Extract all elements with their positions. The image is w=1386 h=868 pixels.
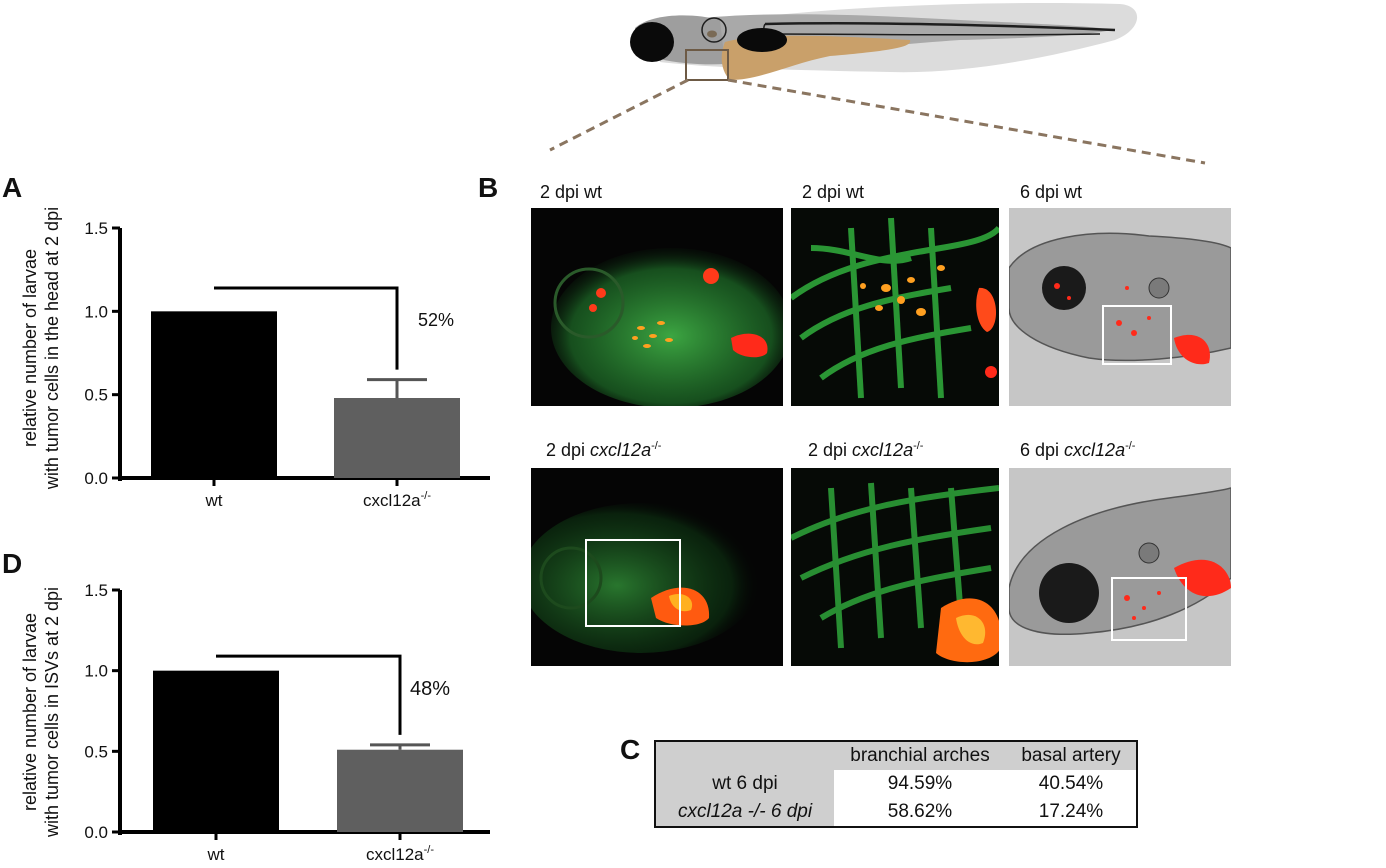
chart-a-ylabel-line2: with tumor cells in the head at 2 dpi bbox=[42, 207, 62, 490]
chart-a-significance-bracket bbox=[214, 286, 399, 370]
micrograph-wt-6dpi bbox=[1009, 208, 1231, 406]
chart-a-bar bbox=[334, 398, 460, 478]
micrograph-wt-2dpi-zoom bbox=[791, 208, 999, 406]
panel-letter-b: B bbox=[478, 172, 499, 203]
table-row: wt 6 dpi 94.59% 40.54% bbox=[655, 770, 1137, 798]
chart-d-significance-bracket bbox=[216, 654, 402, 735]
panel-letter-d: D bbox=[2, 548, 23, 579]
chart-d-y-tick-label: 0.0 bbox=[84, 823, 108, 842]
image-label-mutant-2dpi-overview: 2 dpi cxcl12a-/- bbox=[546, 440, 662, 460]
image-label-mutant-2dpi-zoom: 2 dpi cxcl12a-/- bbox=[808, 440, 924, 460]
image-label-mutant-6dpi: 6 dpi cxcl12a-/- bbox=[1020, 440, 1136, 460]
image-label-wt-2dpi-overview: 2 dpi wt bbox=[540, 182, 603, 202]
chart-d-y-tick-label: 0.5 bbox=[84, 742, 108, 761]
table-header-row: branchial arches basal artery bbox=[655, 741, 1137, 770]
table-cell: 17.24% bbox=[1038, 801, 1104, 822]
chart-a-y-tick-label: 1.0 bbox=[84, 302, 108, 321]
chart-a-bar bbox=[151, 311, 277, 478]
chart-d-x-tick-label: cxcl12a-/- bbox=[366, 844, 434, 864]
zebrafish-larva-schematic bbox=[549, 3, 1206, 165]
table-row: cxcl12a -/- 6 dpi 58.62% 17.24% bbox=[655, 798, 1137, 827]
chart-a-x-tick-superscript: -/- bbox=[421, 490, 432, 502]
table-header-cell: branchial arches bbox=[850, 745, 990, 766]
table-cell: 94.59% bbox=[887, 773, 953, 794]
table-header-cell bbox=[655, 741, 834, 770]
chart-d-x-tick-superscript: -/- bbox=[424, 844, 435, 856]
chart-d-bar-chart: relative number of larvae with tumor cel… bbox=[20, 581, 490, 864]
chart-d-y-tick-label: 1.5 bbox=[84, 581, 108, 600]
chart-a-y-tick-label: 1.5 bbox=[84, 219, 108, 238]
image-label-wt-2dpi-zoom: 2 dpi wt bbox=[802, 182, 865, 202]
table-header-cell: basal artery bbox=[1021, 745, 1121, 766]
micrograph-wt-2dpi-overview bbox=[531, 208, 783, 406]
chart-a-reduction-label: 52% bbox=[418, 310, 454, 330]
chart-a-x-tick-label: cxcl12a-/- bbox=[363, 490, 431, 510]
panel-letter-a: A bbox=[2, 172, 23, 203]
chart-d-reduction-label: 48% bbox=[410, 678, 450, 700]
chart-d-ylabel-line2: with tumor cells in ISVs at 2 dpi bbox=[42, 587, 62, 838]
chart-a-bar-chart: relative number of larvae with tumor cel… bbox=[20, 207, 490, 510]
micrograph-mutant-2dpi-zoom bbox=[791, 468, 999, 666]
image-label-wt-6dpi: 6 dpi wt bbox=[1020, 182, 1083, 202]
chart-d-y-tick-label: 1.0 bbox=[84, 662, 108, 681]
chart-a-ylabel-line1: relative number of larvae bbox=[20, 249, 40, 447]
chart-a-y-tick-label: 0.5 bbox=[84, 386, 108, 405]
panel-letter-c: C bbox=[620, 734, 641, 765]
chart-a-y-tick-label: 0.0 bbox=[84, 469, 108, 488]
table-row-label: wt 6 dpi bbox=[655, 770, 834, 798]
table-row-label: cxcl12a -/- 6 dpi bbox=[655, 798, 834, 827]
table-cell: 58.62% bbox=[887, 801, 953, 822]
panel-c-table: branchial arches basal artery wt 6 dpi 9… bbox=[654, 740, 1138, 828]
chart-d-bar bbox=[153, 670, 279, 832]
chart-a-x-tick-label: wt bbox=[205, 491, 223, 510]
micrograph-mutant-6dpi bbox=[1009, 468, 1231, 666]
table-cell: 40.54% bbox=[1038, 773, 1104, 794]
chart-d-ylabel-line1: relative number of larvae bbox=[20, 613, 40, 811]
chart-d-bar bbox=[337, 749, 463, 832]
chart-d-x-tick-label: wt bbox=[207, 845, 225, 864]
micrograph-mutant-2dpi-overview bbox=[531, 468, 783, 666]
